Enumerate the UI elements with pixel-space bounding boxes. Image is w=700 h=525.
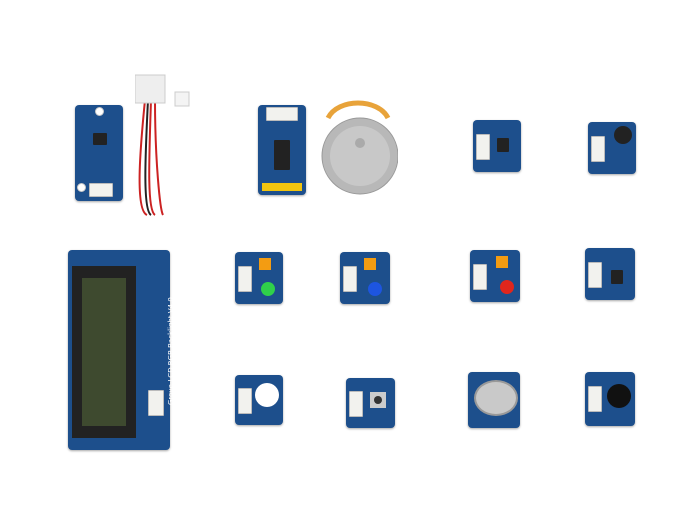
stepper-driver-board <box>258 105 306 195</box>
grove-led-blue <box>340 252 390 304</box>
grove-module-sensor <box>473 120 521 172</box>
stepper-motor <box>318 98 399 196</box>
grove-sound-sensor <box>588 122 636 174</box>
grove-rotary-angle-sensor <box>468 372 520 428</box>
grove-lcd-rgb-backlight: Grove-LCD RGB Backlight V4.0 <box>68 250 175 450</box>
lcd-label: Grove-LCD RGB Backlight V4.0 <box>167 297 175 405</box>
grove-light-sensor <box>585 248 635 300</box>
lcd-screen <box>82 278 126 426</box>
grove-led-red <box>470 250 520 302</box>
cable <box>134 70 195 218</box>
grove-button <box>346 378 395 428</box>
grove-relay-board <box>75 105 123 201</box>
grove-led-green <box>235 252 283 304</box>
grove-touch-sensor <box>235 375 283 425</box>
grove-buzzer <box>585 372 635 426</box>
